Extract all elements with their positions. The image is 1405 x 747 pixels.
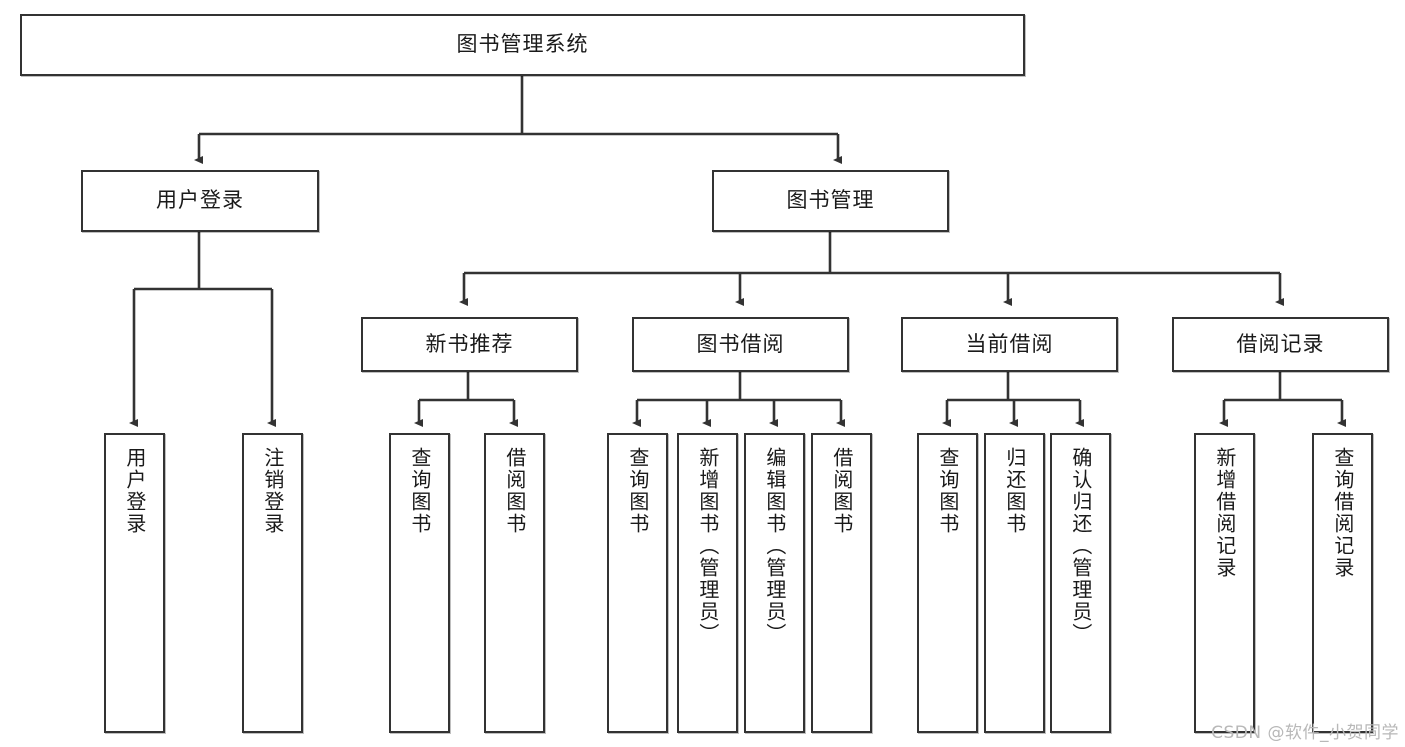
node-leaf-confirm-return-label: 确认归还（管理员） <box>1068 447 1093 645</box>
node-borrow-record-label: 借阅记录 <box>1236 331 1325 356</box>
node-leaf-query-book-3[interactable]: 查询图书 <box>917 433 978 733</box>
node-leaf-user-login[interactable]: 用户登录 <box>104 433 165 733</box>
node-new-book-recommend-label: 新书推荐 <box>425 331 514 356</box>
node-leaf-logout-login[interactable]: 注销登录 <box>242 433 303 733</box>
node-leaf-borrow-book-1-label: 借阅图书 <box>502 447 527 535</box>
node-leaf-borrow-book-2[interactable]: 借阅图书 <box>811 433 872 733</box>
node-current-borrow[interactable]: 当前借阅 <box>901 317 1118 372</box>
node-leaf-add-record[interactable]: 新增借阅记录 <box>1194 433 1255 733</box>
node-book-manage-label: 图书管理 <box>786 188 875 213</box>
node-leaf-confirm-return[interactable]: 确认归还（管理员） <box>1050 433 1111 733</box>
node-leaf-query-book-2-label: 查询图书 <box>625 447 650 535</box>
node-book-borrow-label: 图书借阅 <box>696 331 785 356</box>
node-leaf-logout-login-label: 注销登录 <box>260 447 285 535</box>
node-leaf-return-book[interactable]: 归还图书 <box>984 433 1045 733</box>
node-leaf-add-record-label: 新增借阅记录 <box>1212 447 1237 579</box>
node-user-login[interactable]: 用户登录 <box>81 170 319 232</box>
node-leaf-query-book-2[interactable]: 查询图书 <box>607 433 668 733</box>
node-leaf-query-book-3-label: 查询图书 <box>935 447 960 535</box>
node-root[interactable]: 图书管理系统 <box>20 14 1025 76</box>
node-leaf-borrow-book-2-label: 借阅图书 <box>829 447 854 535</box>
node-leaf-add-book-label: 新增图书（管理员） <box>695 447 720 645</box>
node-user-login-label: 用户登录 <box>156 188 244 213</box>
node-borrow-record[interactable]: 借阅记录 <box>1172 317 1389 372</box>
node-leaf-borrow-book-1[interactable]: 借阅图书 <box>484 433 545 733</box>
node-leaf-query-record[interactable]: 查询借阅记录 <box>1312 433 1373 733</box>
node-leaf-edit-book[interactable]: 编辑图书（管理员） <box>744 433 805 733</box>
node-leaf-add-book[interactable]: 新增图书（管理员） <box>677 433 738 733</box>
node-leaf-return-book-label: 归还图书 <box>1002 447 1027 535</box>
node-book-manage[interactable]: 图书管理 <box>712 170 949 232</box>
node-root-label: 图书管理系统 <box>456 32 589 57</box>
node-current-borrow-label: 当前借阅 <box>965 331 1054 356</box>
node-leaf-edit-book-label: 编辑图书（管理员） <box>762 447 787 645</box>
csdn-watermark: CSDN @软件_小贺同学 <box>1211 723 1399 743</box>
node-leaf-query-book-1[interactable]: 查询图书 <box>389 433 450 733</box>
node-leaf-query-book-1-label: 查询图书 <box>407 447 432 535</box>
node-leaf-user-login-label: 用户登录 <box>122 447 147 535</box>
node-book-borrow[interactable]: 图书借阅 <box>632 317 849 372</box>
node-new-book-recommend[interactable]: 新书推荐 <box>361 317 578 372</box>
node-leaf-query-record-label: 查询借阅记录 <box>1330 447 1355 579</box>
